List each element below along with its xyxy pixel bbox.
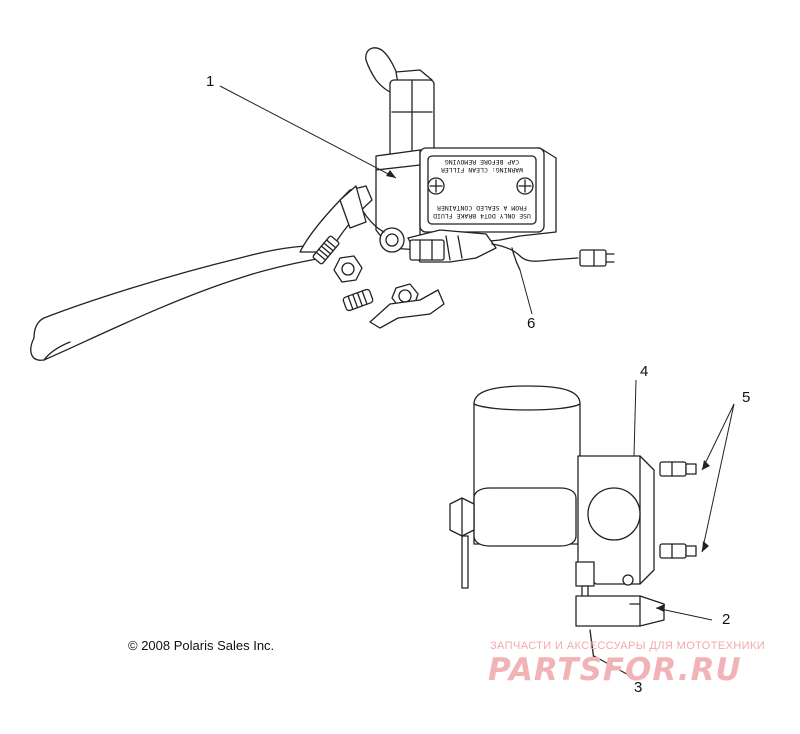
cap-screw (427, 177, 445, 195)
master-cylinder-body (449, 385, 655, 601)
reservoir-label-line: FROM A SEALED CONTAINER (437, 204, 527, 212)
callout-6: 6 (527, 315, 536, 332)
brake-switch (575, 595, 665, 627)
watermark-tagline: ЗАПЧАСТИ И АКСЕССУАРЫ ДЛЯ МОТОТЕХНИКИ (490, 640, 766, 652)
clamp-bolt (659, 543, 697, 559)
reservoir-cap (419, 147, 545, 233)
leader-lines (219, 85, 735, 679)
callout-1: 1 (206, 73, 215, 90)
callout-2: 2 (722, 611, 731, 628)
reservoir-label-line: CAP BEFORE REMOVING (445, 158, 519, 166)
clamp-bolt (659, 461, 697, 477)
callout-3: 3 (634, 679, 643, 696)
reservoir-label-line: WARNING: CLEAN FILLER (441, 166, 523, 174)
callout-4: 4 (640, 363, 649, 380)
pivot-pin (589, 629, 595, 661)
handlebar-bore (587, 487, 641, 541)
copyright-notice: © 2008 Polaris Sales Inc. (128, 638, 275, 653)
cap-screw (516, 177, 534, 195)
watermark-logo: PARTSFOR.RU (488, 652, 742, 688)
brake-lever (30, 244, 331, 361)
reservoir-label-line: USE ONLY DOT4 BRAKE FLUID (433, 212, 531, 220)
master-cylinder-assembly: USE ONLY DOT4 BRAKE FLUID FROM A SEALED … (30, 47, 615, 361)
callout-5: 5 (742, 389, 751, 406)
switch-connector (579, 249, 607, 267)
